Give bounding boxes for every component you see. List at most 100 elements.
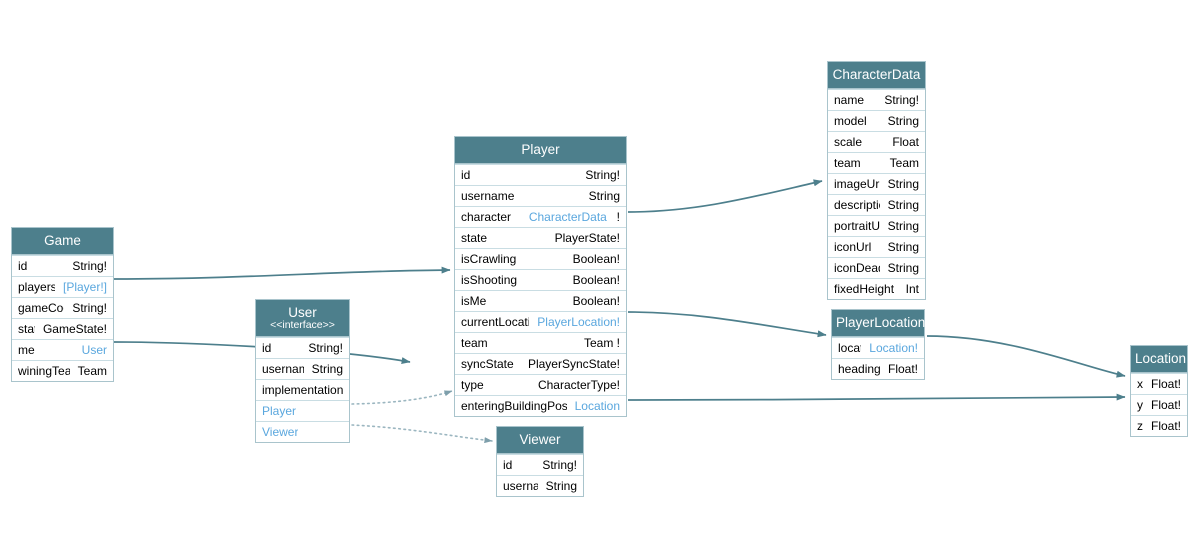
field-row[interactable]: enteringBuildingPositionLocation [455, 394, 626, 416]
field-type: Int [905, 281, 919, 296]
field-type: [Player!] [62, 279, 107, 294]
field-name: team [834, 155, 861, 170]
field-row[interactable]: descriptionString [828, 193, 925, 215]
edge-game-players-to-player [113, 266, 451, 280]
entity-header-location: Location [1131, 346, 1187, 373]
entity-header-playerlocation: PlayerLocation [832, 310, 925, 337]
field-name: state [18, 321, 35, 336]
field-row[interactable]: implementations [256, 378, 349, 400]
entity-playerlocation[interactable]: PlayerLocationlocationLocation!headingFl… [831, 309, 925, 380]
field-name: name [834, 92, 865, 107]
field-type: String [545, 478, 577, 493]
field-row[interactable]: Player [256, 399, 349, 421]
field-name: x [1137, 376, 1143, 391]
field-type: Team ! [583, 335, 620, 350]
edge-user-viewer-implementation [351, 424, 493, 444]
field-name: z [1137, 418, 1143, 433]
field-type: String [311, 361, 343, 376]
field-type: String! [884, 92, 919, 107]
field-name: implementations [262, 382, 343, 397]
field-name: id [18, 258, 28, 273]
entity-user[interactable]: User<<interface>>idString!usernameString… [255, 299, 350, 443]
entity-header-user: User<<interface>> [256, 300, 349, 337]
field-name: players [18, 279, 55, 294]
field-name: state [461, 230, 488, 245]
field-row[interactable]: name String! [828, 88, 925, 110]
field-name: imageUrl [834, 176, 880, 191]
field-row[interactable]: username String [455, 184, 626, 206]
field-row[interactable]: players [Player!] [12, 275, 113, 297]
field-type: CharacterData [528, 209, 607, 224]
field-row[interactable]: fixedHeight Int [828, 277, 925, 299]
field-row[interactable]: winingTeamTeam [12, 359, 113, 381]
field-row[interactable]: isMe Boolean! [455, 289, 626, 311]
field-type: String! [72, 300, 107, 315]
entity-header-characterdata: CharacterData [828, 62, 925, 89]
field-name: Viewer [262, 424, 299, 439]
field-type: Boolean! [572, 293, 620, 308]
field-name: username [461, 188, 515, 203]
field-type: Boolean! [572, 272, 620, 287]
edge-playerlocation-location-to-location [926, 335, 1126, 378]
field-row[interactable]: Viewer [256, 420, 349, 442]
field-name: id [503, 457, 513, 472]
entity-title: Viewer [519, 432, 561, 447]
entity-header-game: Game [12, 228, 113, 255]
field-name: isCrawling [461, 251, 517, 266]
field-row[interactable]: iconDeadUrlString [828, 256, 925, 278]
entity-title: User [288, 305, 317, 320]
field-name: Player [262, 403, 297, 418]
field-type: CharacterType! [537, 377, 620, 392]
entity-stereotype: <<interface>> [270, 318, 335, 331]
edge-player-enteringbuildingposition-to-location [627, 393, 1126, 401]
field-row[interactable]: portraitUrlString [828, 214, 925, 236]
field-name: portraitUrl [834, 218, 880, 233]
field-row[interactable]: gameCode String! [12, 296, 113, 318]
field-name: fixedHeight [834, 281, 895, 296]
field-row[interactable]: stateGameState! [12, 317, 113, 339]
field-row[interactable]: locationLocation! [832, 336, 924, 358]
field-type: PlayerLocation! [537, 314, 620, 329]
field-type: User [81, 342, 107, 357]
field-name: gameCode [18, 300, 64, 315]
field-type: String [887, 176, 919, 191]
field-type: PlayerSyncState! [527, 356, 620, 371]
field-name: isMe [461, 293, 487, 308]
entity-title: CharacterData [832, 67, 921, 82]
field-name: heading [838, 361, 880, 376]
field-type: String [588, 188, 620, 203]
field-row[interactable]: imageUrl String [828, 172, 925, 194]
entity-title: Game [44, 233, 81, 248]
field-type: Location! [869, 340, 918, 355]
field-row[interactable]: currentLocationPlayerLocation! [455, 310, 626, 332]
field-type: String [887, 197, 919, 212]
field-type: String! [585, 167, 620, 182]
